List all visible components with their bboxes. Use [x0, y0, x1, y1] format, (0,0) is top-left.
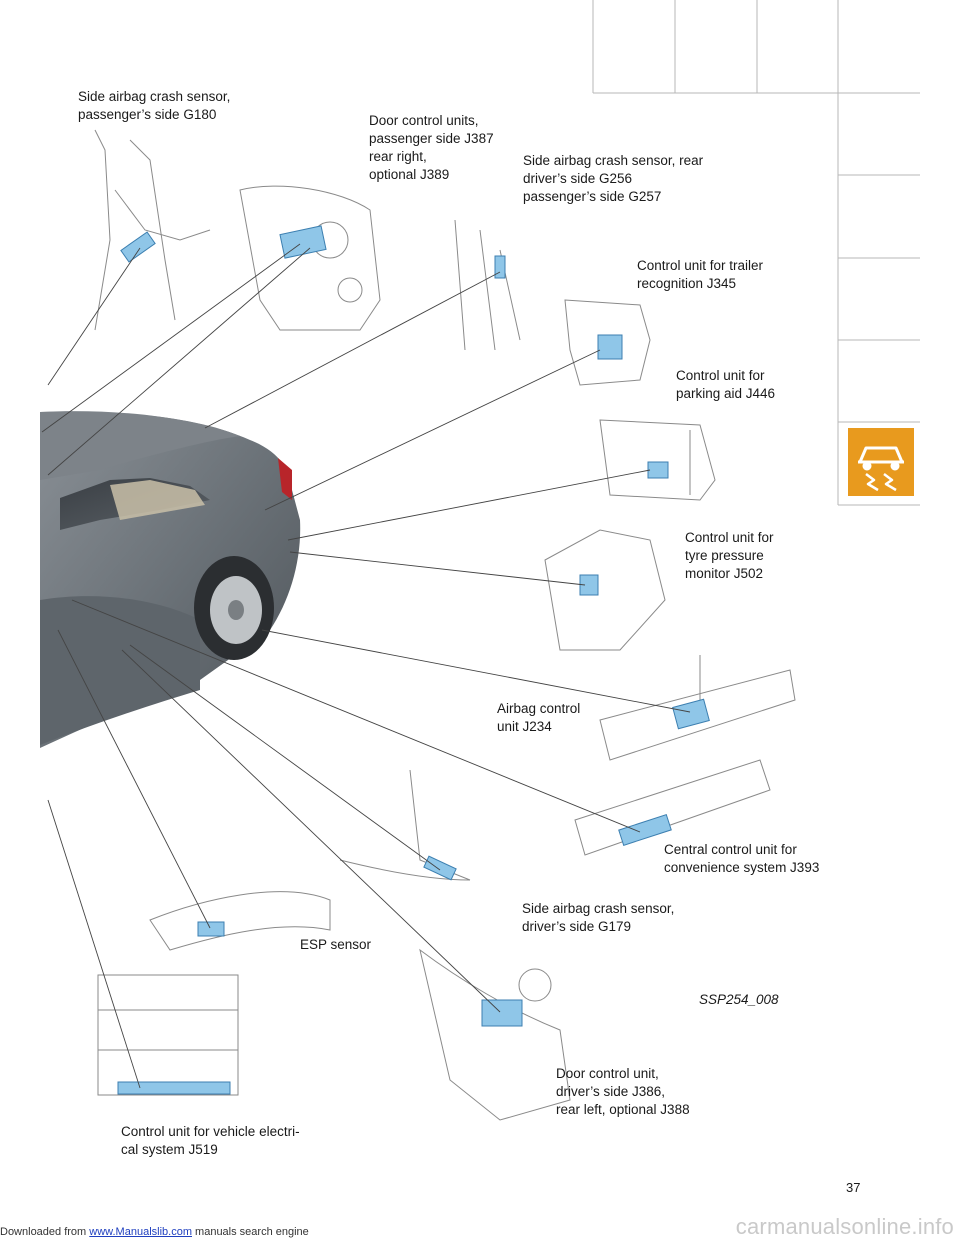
component-j345	[597, 334, 623, 360]
component-esp	[197, 921, 225, 937]
component-j446	[647, 461, 669, 479]
label-j345: Control unit for trailer recognition J34…	[637, 258, 764, 291]
figure-reference: SSP254_008	[699, 992, 779, 1007]
footer-prefix: Downloaded from	[0, 1226, 90, 1238]
component-j519	[117, 1081, 231, 1095]
label-g256: Side airbag crash sensor, rear driver’s …	[523, 153, 704, 204]
highlighted-components	[117, 225, 710, 1095]
component-g256	[494, 255, 506, 279]
label-j234: Airbag control unit J234	[497, 701, 581, 734]
label-g179: Side airbag crash sensor, driver’s side …	[522, 901, 675, 934]
electronics-car-icon	[858, 446, 904, 492]
car-illustration	[40, 411, 301, 748]
component-sketches	[94, 129, 796, 1121]
component-j234	[672, 698, 710, 730]
chapter-tab	[848, 428, 914, 496]
label-j519: Control unit for vehicle electri- cal sy…	[121, 1124, 300, 1157]
label-j502: Control unit for tyre pressure monitor J…	[685, 530, 774, 581]
label-j387: Door control units, passenger side J387 …	[369, 113, 494, 182]
download-footer: Downloaded from www.Manualslib.com manua…	[0, 1226, 309, 1238]
label-j393: Central control unit for convenience sys…	[664, 842, 820, 875]
component-g179	[423, 855, 457, 881]
watermark: carmanualsonline.info	[735, 1214, 954, 1239]
label-g180: Side airbag crash sensor, passenger’s si…	[78, 89, 231, 122]
page-number: 37	[846, 1180, 861, 1195]
label-esp: ESP sensor	[300, 937, 372, 952]
footer-suffix: manuals search engine	[191, 1226, 309, 1238]
leader-lines	[41, 243, 691, 1089]
component-j393	[618, 814, 672, 846]
label-j386: Door control unit, driver’s side J386, r…	[556, 1066, 690, 1117]
label-j446: Control unit for parking aid J446	[676, 368, 776, 401]
thumb-index-grid	[592, 0, 920, 506]
manualslib-link[interactable]: www.Manualslib.com	[89, 1226, 192, 1238]
component-g180	[120, 231, 156, 263]
component-j386	[481, 999, 523, 1027]
component-j502	[579, 574, 599, 596]
